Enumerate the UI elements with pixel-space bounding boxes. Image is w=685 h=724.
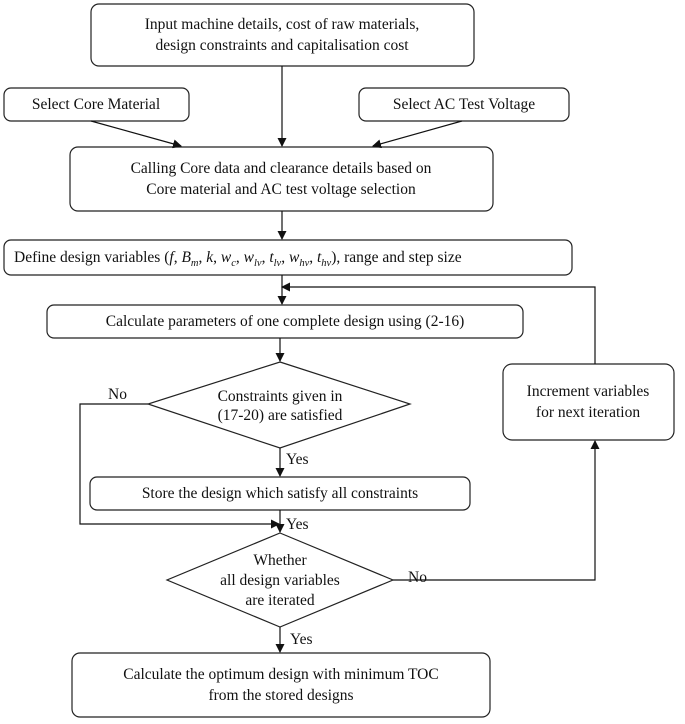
iterated-label-line1: Whether (253, 552, 307, 569)
design-variable: w (243, 249, 254, 266)
define-label-suffix: ), range and step size (331, 249, 462, 266)
increment-box (502, 363, 675, 441)
edge-label-constraints-yes: Yes (286, 451, 309, 468)
input-box (90, 3, 475, 67)
arrow-constraints-no-bypass (79, 403, 280, 529)
select-ac-box (358, 87, 570, 122)
arrow-ac-to-calling (372, 120, 463, 149)
optimum-label-line1: Calculate the optimum design with minimu… (123, 666, 439, 683)
design-variable: w (220, 249, 232, 266)
calling-label-line1: Calling Core data and clearance details … (130, 160, 432, 177)
select-core-label: Select Core Material (31, 96, 161, 113)
define-box (3, 239, 573, 276)
design-variable-subscript: hv (321, 258, 332, 270)
calling-label-line2: Core material and AC test voltage select… (146, 181, 416, 198)
design-variable-separator: , (235, 249, 244, 266)
define-label: Define design variables (f, Bm, k, wc, w… (14, 248, 462, 270)
edge-label-merge-yes: Yes (286, 516, 309, 533)
edge-label-iterated-yes: Yes (290, 631, 313, 648)
optimum-label-line2: from the stored designs (208, 687, 354, 704)
edge-label-iterated-no: No (408, 569, 427, 586)
edge-label-constraints-no: No (108, 386, 127, 403)
design-variable: B (181, 249, 191, 266)
arrow-iterated-no-to-increment (393, 440, 600, 581)
design-variable: t (269, 249, 274, 266)
design-variable-separator: , (213, 249, 221, 266)
design-variable: t (316, 249, 322, 266)
store-label: Store the design which satisfy all const… (141, 485, 419, 502)
design-variable-separator: , (261, 249, 270, 266)
input-label-line2: design constraints and capitalisation co… (155, 37, 409, 54)
calling-box (69, 146, 494, 212)
calculate-box (46, 304, 524, 339)
input-label-line1: Input machine details, cost of raw mater… (144, 16, 420, 33)
arrow-increment-loop-back (281, 282, 596, 364)
select-ac-label: Select AC Test Voltage (392, 96, 536, 113)
constraints-label-line1: Constraints given in (217, 388, 343, 405)
design-variable: w (288, 249, 300, 266)
calculate-label: Calculate parameters of one complete des… (105, 313, 465, 330)
select-core-box (3, 87, 190, 122)
design-variable-separator: , (281, 249, 289, 266)
design-variable-subscript: m (190, 258, 199, 270)
iterated-label-line3: are iterated (245, 592, 315, 609)
design-variable-subscript: lv (254, 258, 262, 270)
iterated-label-line2: all design variables (220, 572, 340, 589)
design-variable-separator: , (198, 249, 207, 266)
design-variable-separator: , (309, 249, 317, 266)
define-variables: f, Bm, k, wc, wlv, tlv, whv, thv (169, 249, 332, 270)
design-variable-subscript: hv (299, 258, 310, 270)
design-variable: k (206, 249, 214, 266)
design-variable-separator: , (173, 249, 182, 266)
constraints-label-line2: (17-20) are satisfied (217, 407, 343, 424)
design-variable-subscript: c (231, 258, 236, 270)
design-variable: f (169, 249, 174, 266)
define-label-prefix: Define design variables ( (14, 249, 170, 266)
optimum-box (71, 652, 491, 718)
arrow-core-to-calling (90, 120, 182, 149)
increment-label-line1: Increment variables (526, 383, 650, 400)
increment-label-line2: for next iteration (535, 404, 641, 421)
design-variable-subscript: lv (273, 258, 282, 270)
